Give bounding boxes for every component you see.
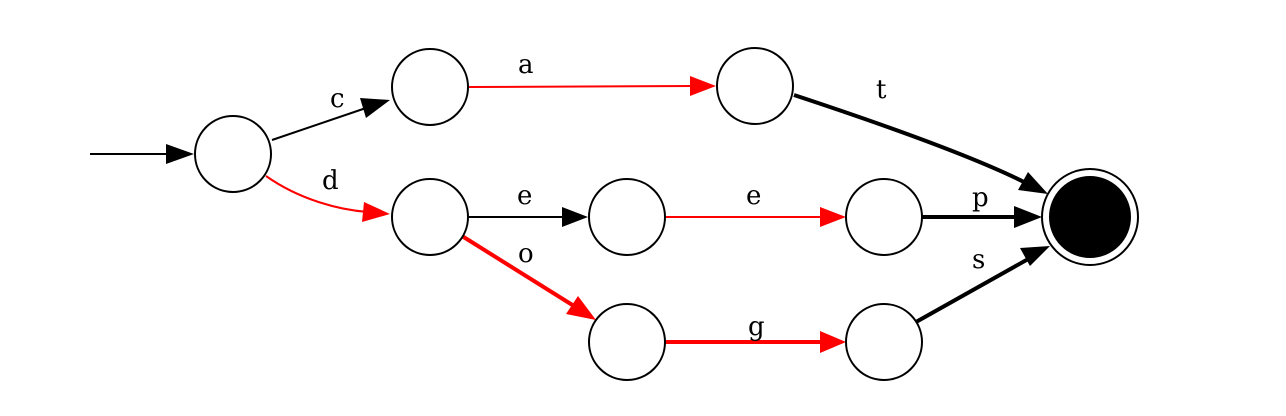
- state-node: [845, 303, 923, 381]
- edge-s: s: [915, 245, 1050, 324]
- edge-c: c: [271, 84, 390, 141]
- edge-label-a: a: [518, 50, 534, 80]
- edge-p: p: [922, 183, 1042, 228]
- edge-label-p: p: [972, 183, 989, 213]
- edge-label-c: c: [330, 84, 345, 114]
- edge-label-g: g: [748, 312, 765, 342]
- edge-label-o: o: [518, 239, 534, 269]
- edge-label-s: s: [972, 245, 985, 275]
- edge-g: g: [666, 312, 846, 353]
- start-arrow: [90, 144, 194, 164]
- edge-o: o: [460, 234, 596, 320]
- state-node: [391, 48, 469, 126]
- edge-label-e1: e: [517, 181, 532, 211]
- edge-e1: e: [469, 181, 588, 227]
- state-node: [588, 178, 666, 256]
- final-state-node: [1041, 168, 1139, 266]
- state-node: [588, 303, 666, 381]
- edge-label-e2: e: [746, 181, 761, 211]
- state-node: [716, 47, 794, 125]
- edge-d: d: [265, 166, 390, 222]
- edge-label-d: d: [322, 166, 339, 196]
- edge-t: t: [793, 75, 1048, 194]
- state-node: [391, 178, 469, 256]
- edge-e2: e: [666, 181, 846, 227]
- edge-a: a: [468, 50, 716, 96]
- state-node: [845, 178, 923, 256]
- edge-label-t: t: [876, 75, 887, 105]
- state-node: [194, 115, 272, 193]
